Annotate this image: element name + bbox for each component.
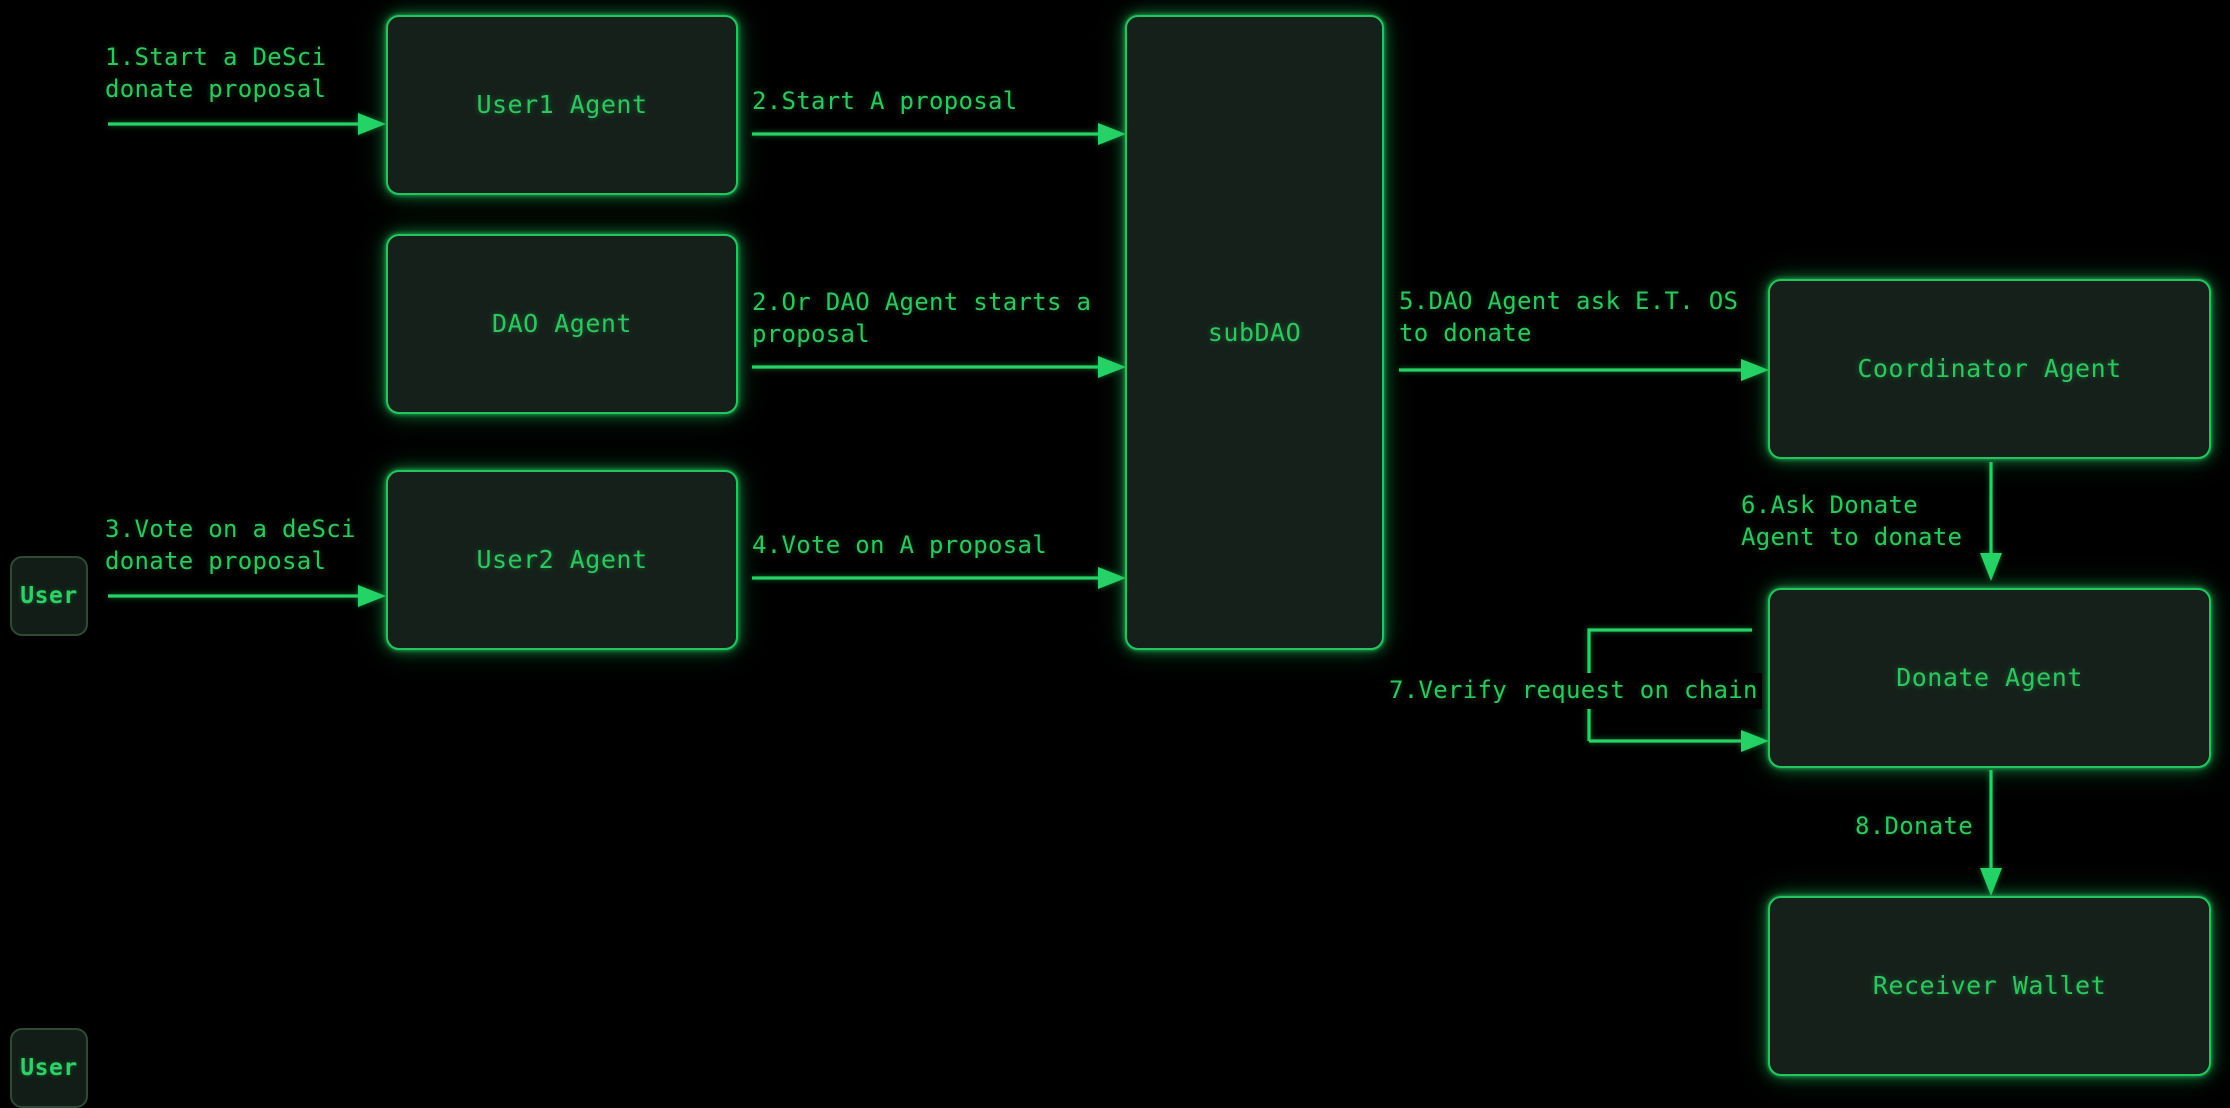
node-subdao[interactable]: subDAO xyxy=(1125,15,1384,650)
node-user-1-label: User xyxy=(20,583,78,609)
node-user2-agent-label: User2 Agent xyxy=(476,545,648,575)
node-user-2[interactable]: User xyxy=(10,1028,88,1108)
node-dao-agent-label: DAO Agent xyxy=(492,309,632,339)
edge-label-2b: 2.Or DAO Agent starts a proposal xyxy=(752,288,1092,348)
edge-label-8: 8.Donate xyxy=(1855,812,1973,840)
edge-5-dao-agent-ask-et-os xyxy=(1399,359,1769,381)
edge-label-6: 6.Ask Donate Agent to donate xyxy=(1741,491,1963,551)
node-donate-agent-label: Donate Agent xyxy=(1896,663,2083,693)
node-receiver-wallet[interactable]: Receiver Wallet xyxy=(1768,896,2211,1076)
edge-label-7: 7.Verify request on chain xyxy=(1385,673,1762,709)
edge-4-vote-on-a-proposal xyxy=(752,567,1126,589)
edge-label-5: 5.DAO Agent ask E.T. OS to donate xyxy=(1399,287,1739,347)
node-dao-agent[interactable]: DAO Agent xyxy=(386,234,738,414)
node-user-1[interactable]: User xyxy=(10,556,88,636)
edge-label-2: 2.Start A proposal xyxy=(752,87,1018,115)
node-receiver-wallet-label: Receiver Wallet xyxy=(1872,971,2107,1001)
edge-3-vote-on-desci-proposal xyxy=(108,585,386,607)
edge-6-ask-donate-agent xyxy=(1980,462,2002,581)
edge-1-start-desci-proposal xyxy=(108,113,386,135)
edge-8-donate xyxy=(1980,770,2002,896)
node-coordinator-agent-label: Coordinator Agent xyxy=(1857,354,2122,384)
node-subdao-label: subDAO xyxy=(1207,317,1302,347)
edge-2-start-a-proposal xyxy=(752,123,1126,145)
edge-label-4: 4.Vote on A proposal xyxy=(752,531,1047,559)
node-user-2-label: User xyxy=(20,1055,78,1081)
node-user1-agent[interactable]: User1 Agent xyxy=(386,15,738,195)
edge-label-3: 3.Vote on a deSci donate proposal xyxy=(105,515,356,575)
edge-label-1: 1.Start a DeSci donate proposal xyxy=(105,43,327,103)
node-user1-agent-label: User1 Agent xyxy=(476,90,648,120)
node-donate-agent[interactable]: Donate Agent xyxy=(1768,588,2211,768)
edge-2b-dao-agent-starts-proposal xyxy=(752,356,1126,378)
node-user2-agent[interactable]: User2 Agent xyxy=(386,470,738,650)
node-coordinator-agent[interactable]: Coordinator Agent xyxy=(1768,279,2211,459)
